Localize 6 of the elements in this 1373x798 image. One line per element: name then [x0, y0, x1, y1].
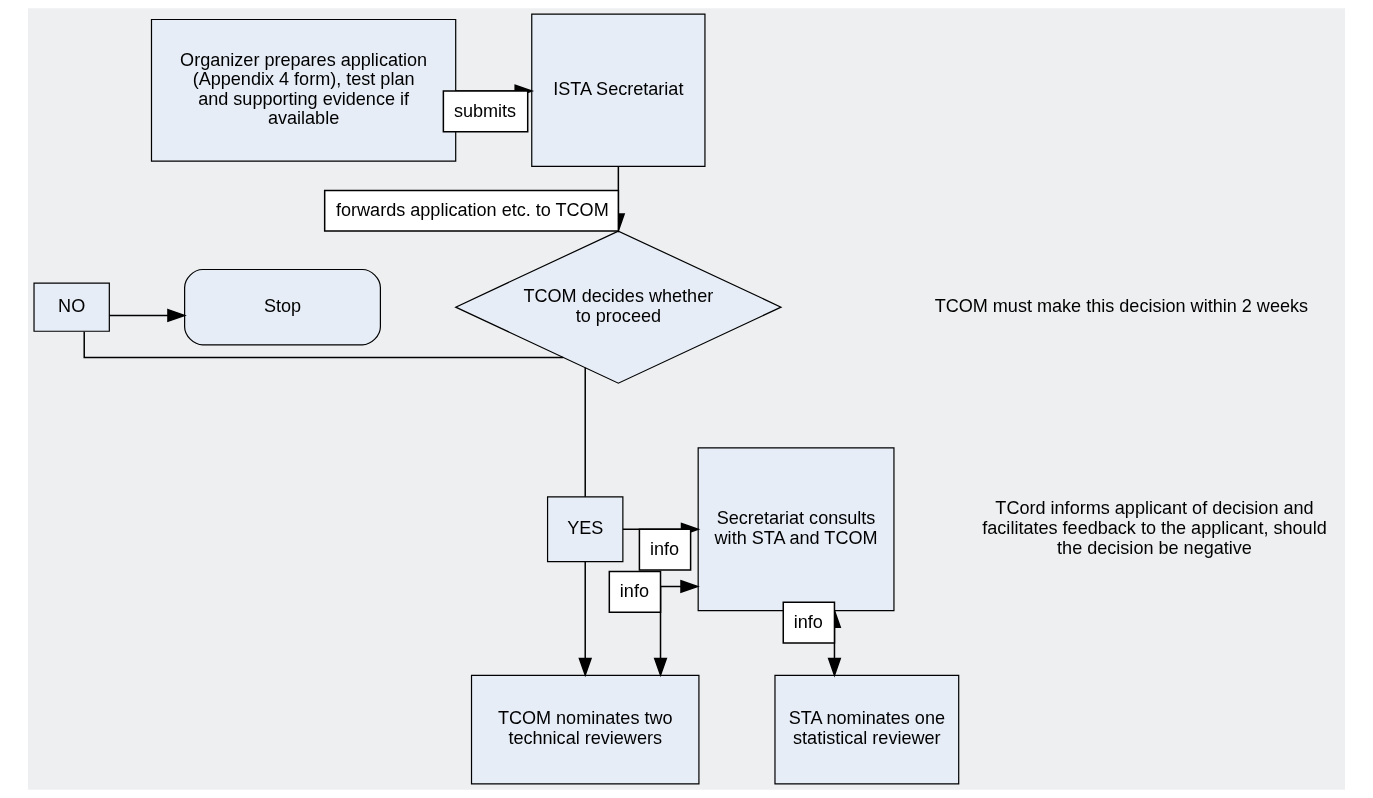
edge-label: info: [793, 612, 823, 632]
edge-label: forwards application etc. to TCOM: [335, 200, 609, 221]
label: TCOM must make this decision within 2 weeks: [934, 295, 1309, 316]
edge-label: info: [619, 581, 649, 602]
edge-label: info: [649, 539, 680, 560]
label: TCord informs applicant of decision and facilitates feedback to the applicant, should the decision be negative: [982, 498, 1327, 558]
